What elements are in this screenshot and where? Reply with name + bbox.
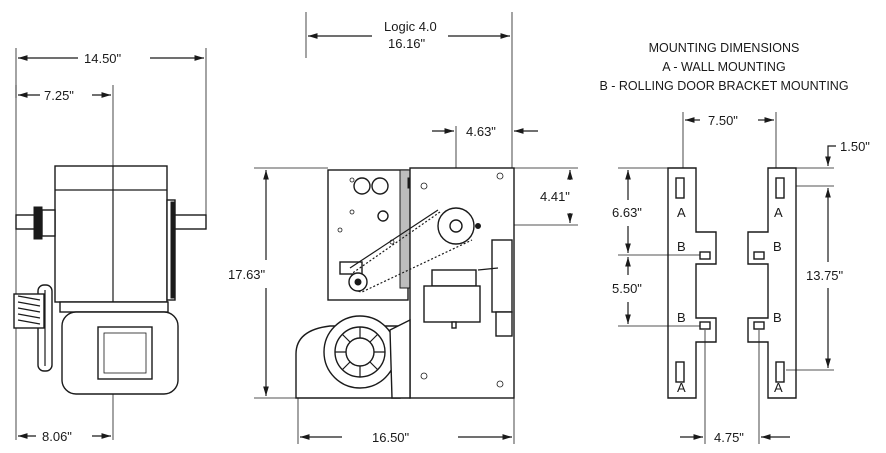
left-rail-hole-b-top: B	[677, 239, 686, 254]
side-view: 14.50" 7.25" 8.06"	[13, 48, 207, 444]
mounting-legend-a: A - WALL MOUNTING	[662, 60, 785, 74]
mounting-dimensions: MOUNTING DIMENSIONS A - WALL MOUNTING B …	[599, 41, 870, 445]
upper-spacing-dimension: 6.63"	[612, 205, 642, 220]
mounting-legend-b: B - ROLLING DOOR BRACKET MOUNTING	[599, 79, 848, 93]
left-mounting-rail	[667, 167, 717, 399]
left-rail-hole-b-bottom: B	[677, 310, 686, 325]
top-offset-dimension: 1.50"	[840, 139, 870, 154]
middle-spacing-dimension: 5.50"	[612, 281, 642, 296]
front-view: Logic 4.0 16.16" 4.63" 4.41" 17.63" 16.5…	[228, 12, 578, 445]
terminal-block	[423, 285, 481, 323]
sprocket-height-dimension: 4.41"	[540, 189, 570, 204]
right-rail-hole-b-bottom: B	[773, 310, 782, 325]
side-width-dimension: 14.50"	[84, 51, 122, 66]
front-height-dimension: 17.63"	[228, 267, 266, 282]
right-rail-hole-b-top: B	[773, 239, 782, 254]
model-name-label: Logic 4.0	[384, 19, 437, 34]
right-rail-hole-a-top: A	[774, 205, 783, 220]
side-half-width-dimension: 7.25"	[44, 88, 74, 103]
sprocket-offset-dimension: 4.63"	[466, 124, 496, 139]
gear-housing	[54, 165, 168, 303]
motor-fan-icon	[295, 315, 401, 399]
rail-spacing-dimension: 7.50"	[708, 113, 738, 128]
long-spacing-dimension: 13.75"	[806, 268, 844, 283]
brake-spring-icon	[13, 293, 45, 329]
left-rail-hole-a-bottom: A	[677, 380, 686, 395]
side-bottom-dimension: 8.06"	[42, 429, 72, 444]
bottom-offset-dimension: 4.75"	[714, 430, 744, 445]
front-top-width-dimension: 16.16"	[388, 36, 426, 51]
mounting-title: MOUNTING DIMENSIONS	[649, 41, 800, 55]
front-bottom-width-dimension: 16.50"	[372, 430, 410, 445]
right-mounting-rail	[747, 167, 797, 399]
right-rail-hole-a-bottom: A	[774, 380, 783, 395]
left-rail-hole-a-top: A	[677, 205, 686, 220]
